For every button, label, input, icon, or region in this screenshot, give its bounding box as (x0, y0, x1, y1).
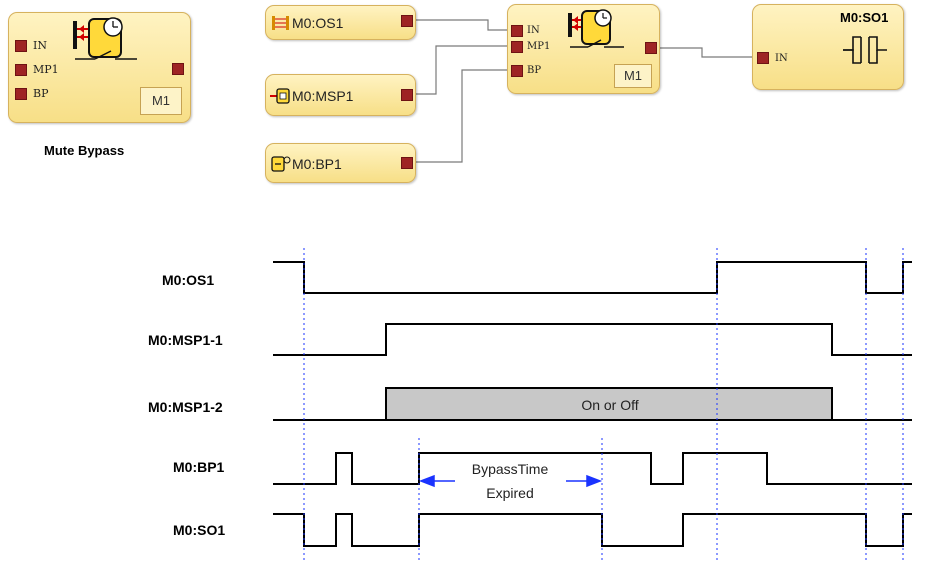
signal-label-so1: M0:SO1 (173, 522, 226, 538)
time-markers (303, 248, 904, 560)
waveform-bp1 (273, 452, 912, 485)
network-wires (413, 19, 756, 163)
bypass-time-label-line2: Expired (486, 485, 534, 501)
mute-bypass-timer-icon (568, 9, 624, 48)
pin-in[interactable] (511, 25, 523, 37)
arrow-right-icon (586, 474, 603, 488)
arrow-left-icon (418, 474, 435, 488)
signal-label-os1: M0:OS1 (162, 272, 215, 288)
mute-bypass-legend-block[interactable]: IN MP1 BP M1 (8, 12, 191, 123)
pin-bp[interactable] (15, 88, 27, 100)
pin-in[interactable] (757, 52, 769, 64)
pin-bp[interactable] (511, 65, 523, 77)
pin-label-bp: BP (33, 87, 49, 100)
pin-label-in: IN (527, 25, 540, 36)
waveform-os1 (273, 261, 912, 294)
output-pin[interactable] (401, 157, 413, 169)
instance-name-box: M1 (614, 64, 652, 88)
region-label-on-or-off: On or Off (581, 397, 639, 413)
bypass-switch-icon (271, 156, 291, 172)
pin-in[interactable] (15, 40, 27, 52)
mute-bypass-function-block[interactable]: IN MP1 BP M1 (507, 4, 660, 94)
wire-os1-to-in (413, 19, 510, 31)
pin-label-mp1: MP1 (527, 41, 551, 52)
waveform-msp1-2 (273, 387, 912, 421)
signal-label-bp1: M0:BP1 (173, 459, 225, 475)
legend-caption: Mute Bypass (44, 143, 125, 158)
instance-name-box: M1 (140, 87, 182, 115)
light-curtain-icon (272, 16, 289, 30)
waveform-msp1-1 (273, 323, 912, 356)
safety-output-block-so1[interactable]: IN M0:SO1 (752, 4, 904, 90)
pin-label-mp1: MP1 (33, 63, 59, 76)
output-pin[interactable] (401, 15, 413, 27)
wire-bp1-to-bp (413, 69, 510, 163)
wire-msp1-to-mp1 (413, 45, 510, 95)
signal-label-msp1-2: M0:MSP1-2 (148, 399, 223, 415)
output-pin[interactable] (172, 63, 184, 75)
muting-sensor-icon (270, 88, 290, 104)
wire-m1-to-so1-in (657, 47, 756, 58)
pin-label-bp: BP (527, 65, 542, 76)
pin-label-in: IN (775, 53, 788, 64)
pin-mp1[interactable] (15, 64, 27, 76)
output-pin[interactable] (401, 89, 413, 101)
input-block-os1[interactable]: M0:OS1 (265, 5, 416, 40)
mute-bypass-timer-icon (73, 17, 137, 60)
pin-label-in: IN (33, 39, 47, 52)
input-label-msp1: M0:MSP1 (292, 88, 354, 104)
input-label-os1: M0:OS1 (292, 15, 344, 31)
input-block-msp1[interactable]: M0:MSP1 (265, 74, 416, 116)
bypass-time-label-line1: BypassTime (471, 461, 549, 477)
signal-label-msp1-1: M0:MSP1-1 (148, 332, 223, 348)
output-pin[interactable] (645, 42, 657, 54)
input-label-bp1: M0:BP1 (292, 156, 342, 172)
safety-output-contact-icon (843, 36, 887, 64)
input-block-bp1[interactable]: M0:BP1 (265, 143, 416, 183)
waveform-so1 (273, 513, 912, 547)
timing-diagram (273, 248, 912, 560)
msp1-2-uncertain-region (385, 387, 833, 421)
pin-mp1[interactable] (511, 41, 523, 53)
bypass-time-arrows (418, 474, 603, 488)
output-block-title: M0:SO1 (840, 10, 889, 25)
